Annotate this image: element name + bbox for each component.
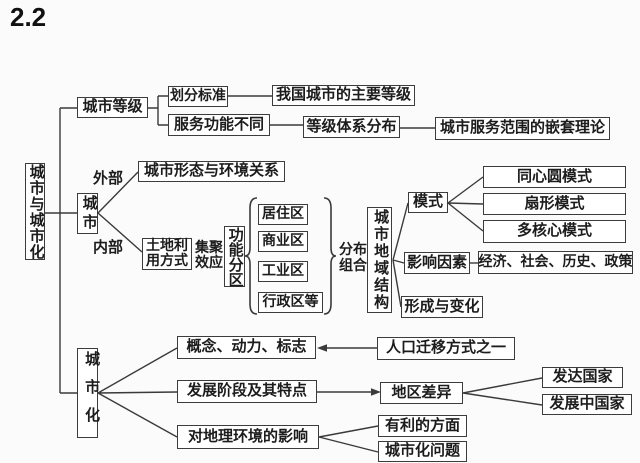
node-root: 城市与城市化	[25, 163, 45, 260]
node-pattern: 模式	[408, 192, 448, 213]
node-internal: 内部	[92, 240, 123, 257]
node-cityLevel: 城市等级	[77, 97, 148, 118]
node-regionDiff: 地区差异	[380, 382, 463, 404]
node-envImpact: 对地理环境的影响	[177, 425, 319, 449]
node-industry: 工业区	[258, 261, 308, 282]
node-chinaLevels: 我国城市的主要等级	[272, 85, 415, 106]
node-developing: 发展中国家	[542, 394, 632, 415]
node-sector: 扇形模式	[483, 193, 626, 215]
node-problems: 城市化问题	[378, 441, 467, 462]
node-multiCore: 多核心模式	[483, 220, 626, 243]
page-title: 2.2	[10, 2, 47, 32]
node-concept: 概念、动力、标志	[177, 336, 316, 359]
node-formChange: 形成与变化	[401, 296, 483, 318]
node-stages: 发展阶段及其特点	[177, 380, 317, 403]
node-divStd: 划分标准	[168, 86, 228, 107]
node-distCombo: 分布组合	[339, 243, 367, 274]
left-brace	[244, 197, 258, 315]
node-landUse: 土地利用方式	[142, 238, 192, 270]
node-commerce: 商业区	[258, 231, 308, 252]
node-urbanStruct: 城市地域结构	[367, 207, 392, 313]
node-admin: 行政区等	[258, 292, 323, 313]
node-agglom: 集聚效应	[195, 240, 223, 271]
node-levelDist: 等级体系分布	[303, 116, 400, 138]
node-morphEnv: 城市形态与环境关系	[138, 161, 285, 182]
node-city: 城市	[77, 193, 98, 234]
node-factors: 影响因素	[404, 252, 470, 274]
right-brace	[323, 197, 337, 315]
node-migration: 人口迁移方式之一	[377, 337, 515, 360]
node-nestTheory: 城市服务范围的嵌套理论	[435, 117, 610, 140]
connector	[462, 377, 543, 406]
node-econ: 经济、社会、历史、政策	[478, 251, 633, 274]
node-funcZone: 功能分区	[224, 226, 245, 287]
connector	[318, 425, 379, 453]
node-developed: 发达国家	[542, 367, 623, 388]
node-resident: 居住区	[258, 204, 308, 225]
node-favorable: 有利的方面	[378, 415, 467, 437]
connector	[447, 176, 484, 232]
node-concentric: 同心圆模式	[483, 166, 626, 188]
connector	[97, 347, 178, 438]
node-external: 外部	[92, 171, 123, 188]
connector	[148, 95, 168, 126]
node-svcDiff: 服务功能不同	[168, 114, 270, 136]
node-urbanization: 城市化	[77, 348, 99, 438]
arrowhead-left-icon	[317, 344, 327, 352]
